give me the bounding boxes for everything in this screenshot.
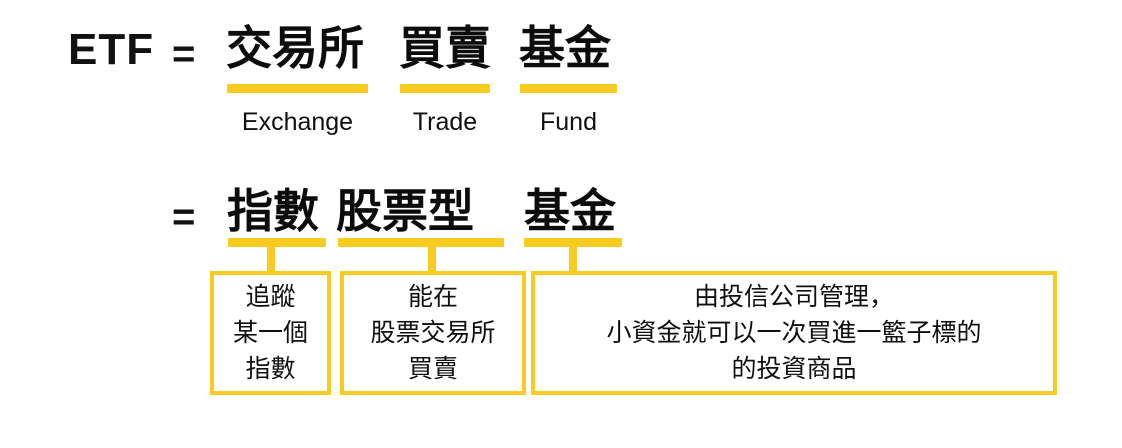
row1-term-trade: 買賣 [399, 21, 491, 75]
row1-term-fund: 基金 [519, 21, 611, 75]
underline-bar-trade [400, 84, 490, 93]
english-label-exchange: Exchange [241, 108, 354, 136]
underline-bar-fund [520, 84, 617, 93]
row2-term-index: 指數 [227, 184, 319, 238]
etf-acronym: ETF [68, 25, 155, 74]
underline-bar-fund-row2 [524, 238, 622, 247]
connector-line-equity-type [428, 244, 436, 274]
equals-sign-row2: = [172, 195, 196, 239]
equals-sign-row1: = [172, 32, 196, 76]
english-label-fund: Fund [540, 108, 597, 136]
description-box-equity-type: 能在 股票交易所 買賣 [340, 271, 526, 395]
row1-term-exchange: 交易所 [226, 21, 364, 75]
description-text-fund: 由投信公司管理， 小資金就可以一次買進一籃子標的 的投資商品 [606, 282, 982, 383]
description-box-index: 追蹤 某一個 指數 [210, 271, 331, 395]
underline-bar-equity-type [338, 238, 504, 247]
underline-bar-index [228, 238, 326, 247]
description-box-fund: 由投信公司管理， 小資金就可以一次買進一籃子標的 的投資商品 [531, 271, 1057, 395]
description-text-equity-type: 能在 股票交易所 買賣 [370, 282, 496, 383]
row2-term-equity-type: 股票型 [336, 184, 474, 238]
connector-line-index [267, 244, 275, 274]
description-text-index: 追蹤 某一個 指數 [232, 282, 308, 383]
row2-term-fund: 基金 [524, 184, 616, 238]
underline-bar-exchange [227, 84, 368, 93]
english-label-trade: Trade [412, 108, 478, 136]
connector-line-fund [569, 244, 577, 274]
